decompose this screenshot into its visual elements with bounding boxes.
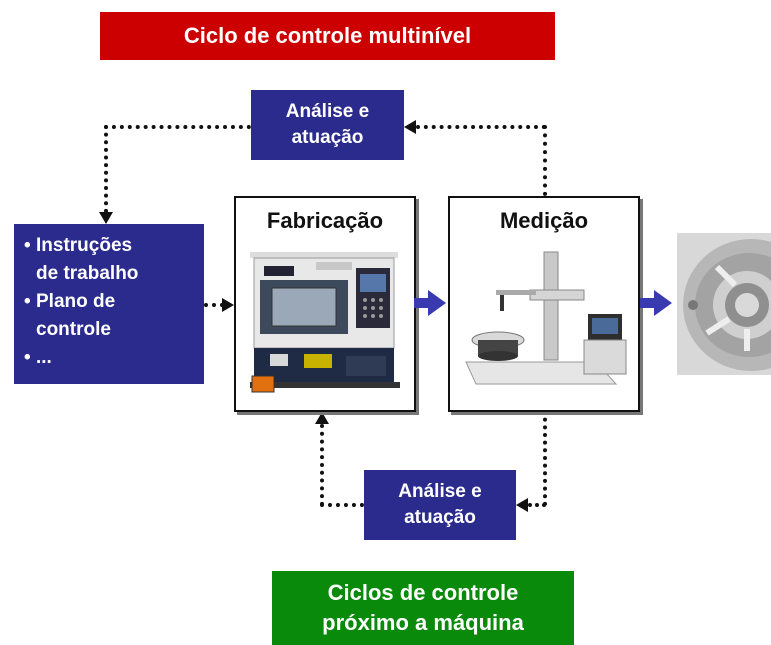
fabrication-panel: Fabricação	[234, 196, 416, 412]
top-loop-line-left-down	[104, 125, 108, 213]
analysis-bottom-line1: Análise e	[398, 481, 482, 502]
bottom-loop-line-left	[320, 503, 364, 507]
analysis-top-line1: Análise e	[285, 101, 370, 122]
arrow-down-to-instructions	[99, 212, 113, 224]
top-loop-line-left	[104, 125, 251, 129]
instructions-item-1: Instruções	[24, 232, 204, 260]
measurement-title: Medição	[499, 208, 589, 233]
measurement-panel: Medição	[448, 196, 640, 412]
instructions-item-1-cont: de trabalho	[36, 263, 139, 284]
top-loop-line-right-up	[543, 125, 547, 196]
arrow-right-to-fabrication	[222, 298, 234, 312]
instructions-item-2: Plano de	[24, 288, 204, 316]
measuring-instrument-image	[465, 251, 627, 385]
cnc-machine-image	[250, 252, 400, 393]
title-bottom-line1: Ciclos de controle	[327, 580, 519, 605]
med-to-part-arrow-shaft	[640, 298, 656, 308]
bottom-loop-line-right-down	[543, 410, 547, 506]
analysis-bottom-line2: atuação	[404, 507, 476, 528]
bottom-loop-line-right	[528, 503, 546, 507]
instructions-item-2-cont: controle	[36, 319, 111, 340]
title-bottom-line2: próximo a máquina	[322, 610, 524, 635]
instructions-item-3: ...	[24, 344, 204, 372]
bottom-loop-line-left-up	[320, 424, 324, 506]
arrow-up-to-fabrication	[315, 412, 329, 424]
fab-to-med-arrow-head	[428, 290, 446, 316]
instructions-box: Instruções de trabalho Plano de controle…	[14, 224, 204, 384]
title-bottom: Ciclos de controle próximo a máquina	[272, 571, 574, 645]
machined-part-image	[677, 233, 771, 375]
instructions-to-fab-line	[204, 303, 224, 307]
arrow-left-to-analysis-top	[404, 120, 416, 134]
fab-to-med-arrow-shaft	[414, 298, 430, 308]
med-to-part-arrow-head	[654, 290, 672, 316]
analysis-top-line2: atuação	[291, 127, 364, 148]
fabrication-title: Fabricação	[266, 208, 384, 233]
top-loop-line-right	[416, 125, 546, 129]
title-top: Ciclo de controle multinível	[100, 12, 555, 60]
analysis-top-box: Análise e atuação	[251, 90, 404, 160]
arrow-left-to-analysis-bottom	[516, 498, 528, 512]
analysis-bottom-box: Análise e atuação	[364, 470, 516, 540]
